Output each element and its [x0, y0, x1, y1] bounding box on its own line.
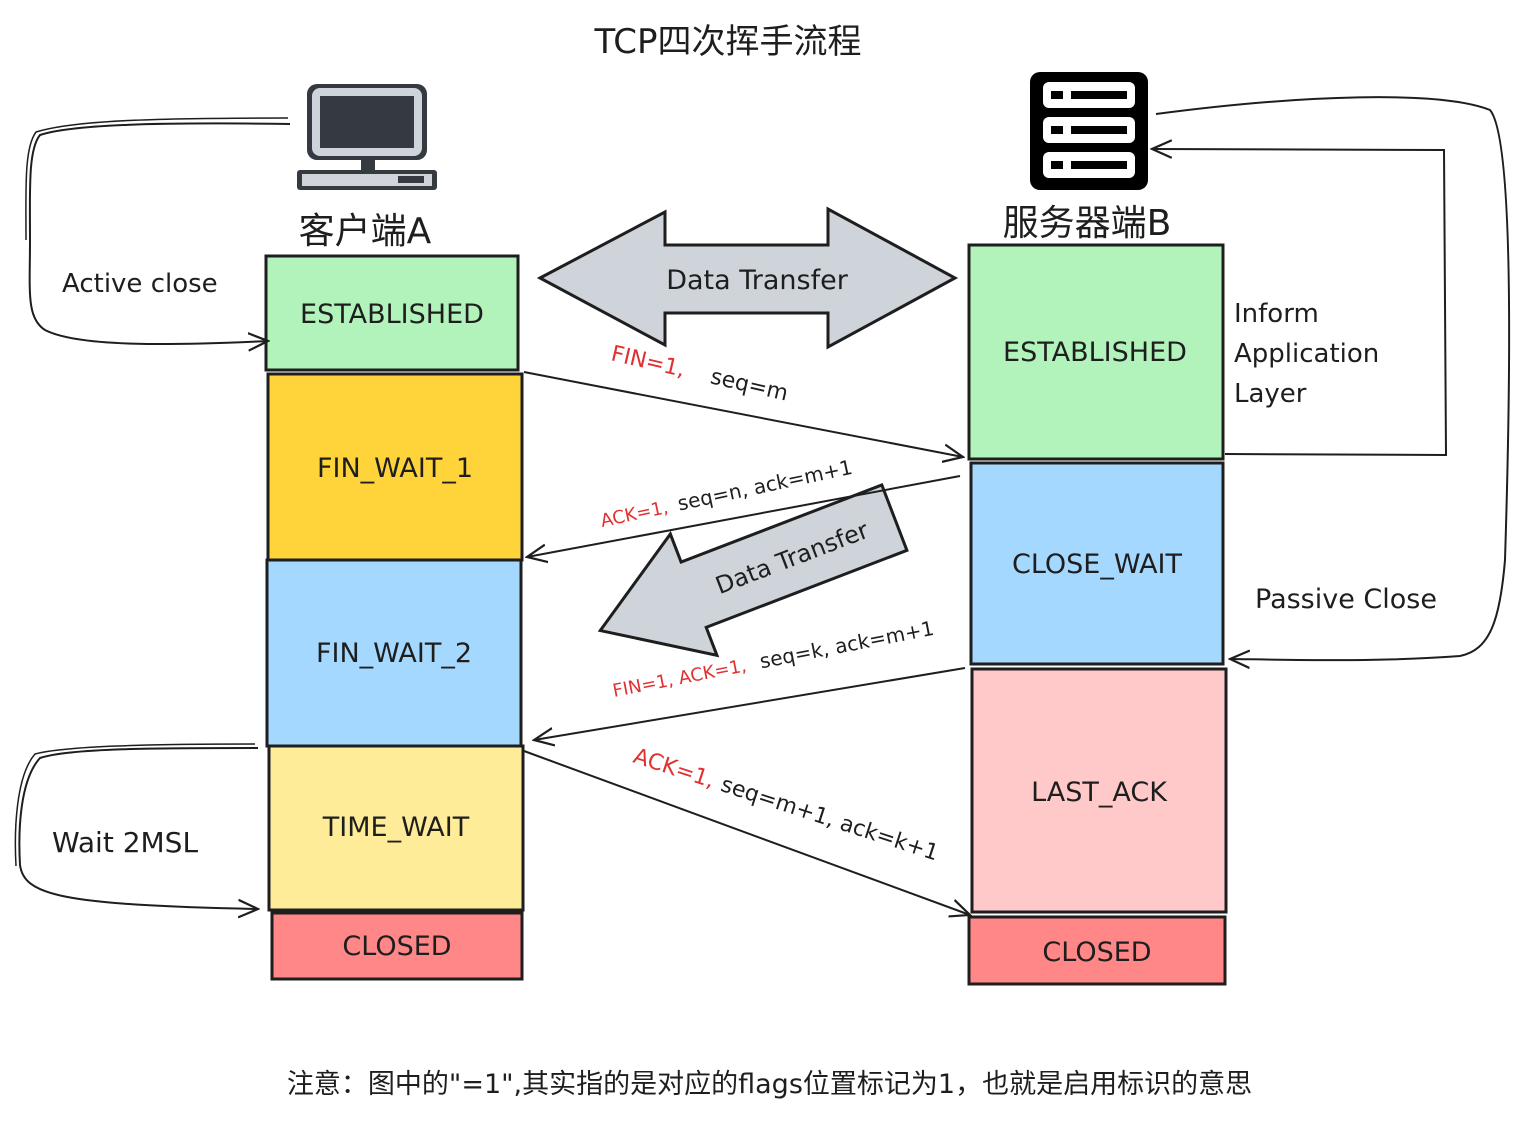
active-close-loop-arrow	[28, 122, 291, 344]
server-icon	[1030, 72, 1148, 190]
client-state-fin-wait-2: FIN_WAIT_2	[316, 638, 472, 669]
ack-arrow	[527, 475, 961, 557]
msg1-flags: FIN=1,	[609, 341, 688, 382]
server-state-closed: CLOSED	[1042, 937, 1151, 968]
server-last-ack-box	[970, 667, 1228, 914]
client-state-closed: CLOSED	[342, 931, 451, 962]
passive-close-label: Passive Close	[1255, 584, 1437, 615]
msg4-flags: ACK=1,	[630, 744, 717, 794]
fin-ack-arrow	[534, 667, 966, 740]
computer-icon	[297, 84, 437, 190]
client-closed-box	[270, 911, 524, 981]
data-transfer-top-label: Data Transfer	[666, 265, 849, 296]
inform-line-2: Application	[1234, 339, 1379, 369]
msg1-rest: seq=m	[708, 364, 790, 406]
diagram-title: TCP四次挥手流程	[593, 22, 861, 62]
server-close-wait-box	[969, 461, 1225, 666]
client-established-box	[264, 254, 520, 372]
inform-line-1: Inform	[1234, 299, 1319, 329]
wait-2msl-label: Wait 2MSL	[52, 826, 198, 859]
server-label: 服务器端B	[1003, 203, 1172, 244]
server-state-close-wait: CLOSE_WAIT	[1012, 549, 1183, 580]
server-states	[967, 243, 1228, 986]
data-transfer-double-arrow	[536, 206, 959, 350]
server-established-box	[967, 243, 1225, 461]
client-label: 客户端A	[299, 211, 432, 252]
client-state-time-wait: TIME_WAIT	[322, 812, 470, 843]
footnote: 注意：图中的"=1",其实指的是对应的flags位置标记为1，也就是启用标识的意…	[286, 1069, 1253, 1100]
server-closed-box	[967, 915, 1227, 986]
inform-app-layer-arrow	[1152, 149, 1448, 457]
wait-2msl-loop-arrow	[18, 747, 258, 909]
client-state-established: ESTABLISHED	[300, 299, 484, 330]
passive-close-loop-arrow	[1155, 96, 1511, 660]
msg4-rest: seq=m+1, ack=k+1	[718, 772, 942, 866]
final-ack-arrow	[523, 750, 970, 915]
server-state-last-ack: LAST_ACK	[1031, 777, 1168, 808]
client-time-wait-box	[267, 744, 525, 912]
inform-line-3: Layer	[1234, 379, 1307, 409]
client-state-fin-wait-1: FIN_WAIT_1	[317, 453, 473, 484]
active-close-label: Active close	[62, 269, 218, 299]
msg3-rest: seq=k, ack=m+1	[758, 616, 936, 673]
client-states	[264, 254, 525, 981]
server-state-established: ESTABLISHED	[1003, 337, 1187, 368]
msg3-flags: FIN=1, ACK=1,	[611, 655, 748, 702]
msg2-flags: ACK=1,	[599, 497, 670, 532]
fin-arrow	[523, 371, 963, 457]
